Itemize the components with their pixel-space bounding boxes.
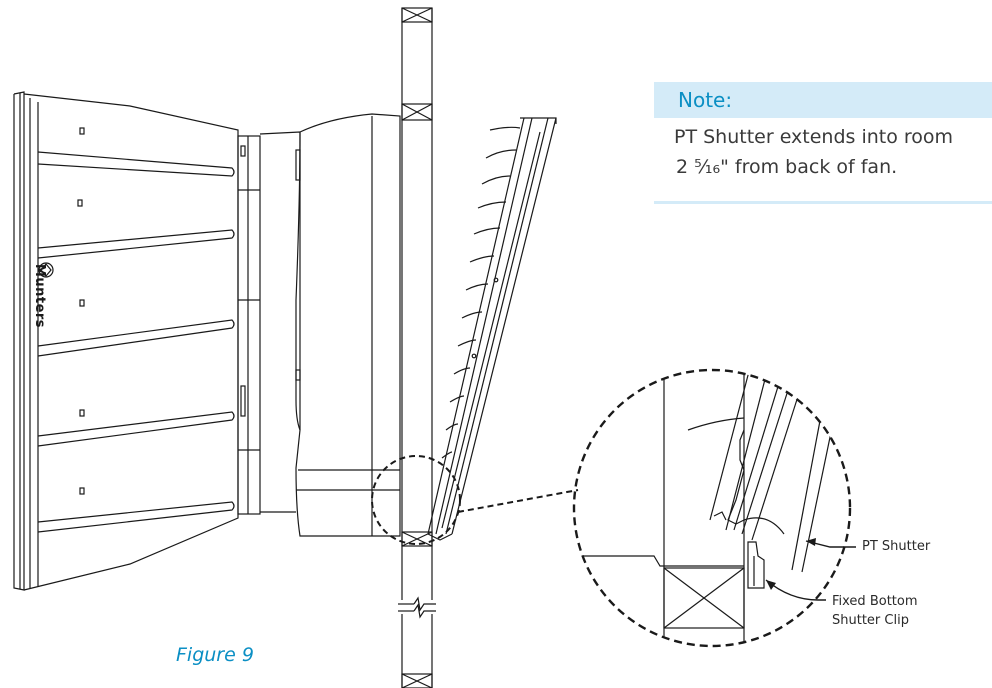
note-box: Note: PT Shutter extends into room 2 ⁵⁄₁… — [654, 82, 992, 204]
wall-break-symbol — [398, 596, 436, 619]
figure-caption: Figure 9 — [176, 644, 254, 666]
pt-shutter-label: PT Shutter — [862, 539, 931, 554]
note-line-2: 2 ⁵⁄₁₆" from back of fan. — [676, 156, 898, 178]
fan-housing — [13, 91, 239, 591]
detail-marker-circle — [371, 455, 461, 545]
brand-logo-text: Munters — [32, 263, 47, 329]
callout-leaders — [765, 538, 856, 601]
note-title: Note: — [678, 88, 733, 112]
fixed-clip-label-line-1: Fixed Bottom — [832, 594, 918, 609]
pt-shutter-assembly — [427, 117, 557, 541]
fan-body — [259, 113, 401, 537]
note-header: Note: — [654, 82, 992, 118]
wall-stud — [401, 7, 433, 688]
fixed-clip-label-line-2: Shutter Clip — [832, 613, 909, 628]
enlarged-detail-view — [572, 368, 852, 648]
note-line-1: PT Shutter extends into room — [674, 126, 954, 148]
detail-leader-line — [457, 489, 579, 513]
mounting-collar — [237, 135, 261, 515]
